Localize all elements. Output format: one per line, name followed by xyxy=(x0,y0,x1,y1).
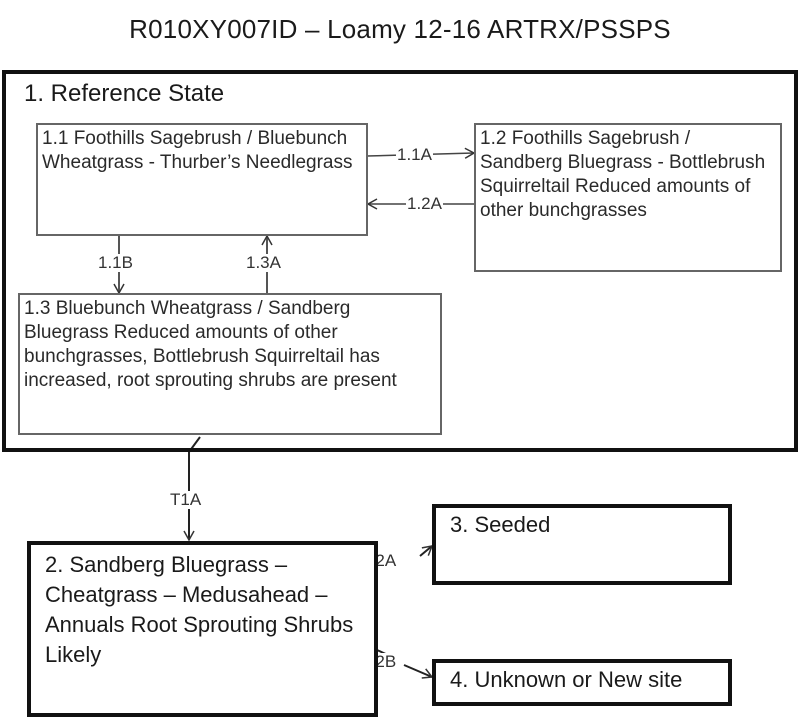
transition-label-T1A: T1A xyxy=(169,490,203,509)
transition-label-1-2A: 1.2A xyxy=(406,194,443,213)
state-3-seeded: 3. Seeded xyxy=(432,504,732,585)
arrow-T1A xyxy=(183,436,201,542)
diagram-title: R010XY007ID – Loamy 12-16 ARTRX/PSSPS xyxy=(129,14,671,44)
state-2-label: 2. Sandberg Bluegrass – Cheatgrass – Med… xyxy=(45,552,354,667)
state-1-label: 1. Reference State xyxy=(24,80,225,107)
state-2-sandberg-cheatgrass: 2. Sandberg Bluegrass – Cheatgrass – Med… xyxy=(27,541,378,717)
transition-label-1-3A: 1.3A xyxy=(245,253,282,272)
state-4-label: 4. Unknown or New site xyxy=(450,667,683,692)
transition-label-1-1A: 1.1A xyxy=(396,145,433,164)
community-1-3: 1.3 Bluebunch Wheatgrass / Sandberg Blue… xyxy=(18,293,442,435)
state-1-reference: 1. Reference State xyxy=(2,70,798,452)
transition-label-1-1B: 1.1B xyxy=(97,253,134,272)
community-1-1: 1.1 Foothills Sagebrush / Bluebunch Whea… xyxy=(36,123,368,236)
community-1-2: 1.2 Foothills Sagebrush / Sandberg Blueg… xyxy=(474,123,782,272)
state-3-label: 3. Seeded xyxy=(450,512,551,537)
state-4-unknown: 4. Unknown or New site xyxy=(432,659,732,706)
